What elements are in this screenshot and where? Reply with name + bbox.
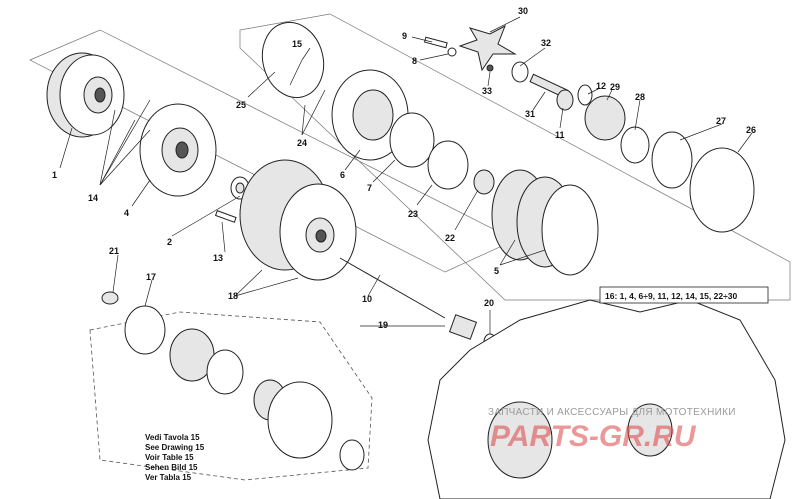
callout-19: 19 [378, 320, 388, 330]
right-assembly-frame [239, 13, 791, 301]
see-drawing-es: Ver Tabla 15 [145, 473, 192, 482]
engine-case-bore [487, 401, 553, 479]
callout-10: 10 [362, 294, 372, 304]
callout-7: 7 [367, 183, 372, 193]
callout-27: 27 [716, 116, 726, 126]
part-17-gear-assembly [124, 305, 365, 471]
part-22-washer [473, 169, 495, 195]
kit-note-text: 16: 1, 4, 6÷9, 11, 12, 14, 15, 22÷30 [605, 291, 737, 301]
part-19-bush [448, 314, 478, 340]
callout-22: 22 [445, 233, 455, 243]
callout-12: 12 [596, 81, 606, 91]
see-drawing-note: Vedi Tavola 15 See Drawing 15 Voir Table… [145, 433, 205, 482]
part-6-pressure-disc [331, 69, 409, 161]
engine-case [427, 299, 786, 499]
callout-24: 24 [297, 138, 307, 148]
part-10-pushrod [339, 257, 446, 319]
part-5-friction-plates [491, 169, 599, 276]
callout-28: 28 [635, 92, 645, 102]
callout-23: 23 [408, 209, 418, 219]
part-32-bearing [511, 61, 529, 83]
part-9-bolt [423, 36, 448, 49]
callout-13: 13 [213, 253, 223, 263]
part-18-clutch-basket [239, 159, 357, 281]
callout-21: 21 [109, 246, 119, 256]
callout-2: 2 [167, 237, 172, 247]
part-7-spring-plate [389, 112, 435, 168]
callout-29: 29 [610, 82, 620, 92]
part-8-washer [447, 47, 457, 57]
see-drawing-fr: Voir Table 15 [145, 453, 194, 462]
part-30-spider [458, 24, 517, 72]
part-12-seal [577, 84, 593, 106]
leader-lines [59, 16, 753, 334]
callout-6: 6 [340, 170, 345, 180]
part-23-ring [427, 140, 469, 190]
part-1-clutch-drum [46, 52, 125, 138]
callout-18: 18 [228, 291, 238, 301]
callout-9: 9 [402, 31, 407, 41]
watermark-line1: ЗАПЧАСТИ И АКСЕССУАРЫ ДЛЯ МОТОТЕХНИКИ [488, 407, 736, 418]
callout-33: 33 [482, 86, 492, 96]
part-11-piston [556, 89, 574, 111]
part-27-spring-washer [651, 131, 693, 189]
callout-11: 11 [555, 130, 565, 140]
callout-8: 8 [412, 56, 417, 66]
engine-case-boss [627, 403, 673, 457]
callout-14: 14 [88, 193, 98, 203]
part-33-nut [486, 64, 494, 72]
part-4-pressure-plate [139, 103, 217, 197]
callout-26: 26 [746, 125, 756, 135]
callout-30: 30 [518, 6, 528, 16]
callout-20: 20 [484, 298, 494, 308]
callout-5: 5 [494, 266, 499, 276]
callout-15: 15 [292, 39, 302, 49]
part-28-ring [620, 126, 650, 164]
callout-31: 31 [525, 109, 535, 119]
callout-32: 32 [541, 38, 551, 48]
kit-note-box [599, 286, 769, 304]
callout-17: 17 [146, 272, 156, 282]
see-drawing-en: See Drawing 15 [145, 443, 205, 452]
see-drawing-de: Sehen Bild 15 [145, 463, 198, 472]
part-29-housing [584, 95, 626, 141]
callout-4: 4 [124, 208, 129, 218]
see-drawing-frame [89, 311, 373, 481]
callout-1: 1 [52, 170, 57, 180]
part-21-nut [101, 291, 119, 305]
watermark-line2: PARTS-GR.RU [490, 420, 697, 453]
see-drawing-it: Vedi Tavola 15 [145, 433, 200, 442]
part-25-wire-ring [261, 21, 325, 99]
callout-25: 25 [236, 100, 246, 110]
part-26-plate [689, 147, 755, 233]
watermark: ЗАПЧАСТИ И АКСЕССУАРЫ ДЛЯ МОТОТЕХНИКИ PA… [488, 407, 736, 453]
part-13-pin [214, 210, 237, 223]
